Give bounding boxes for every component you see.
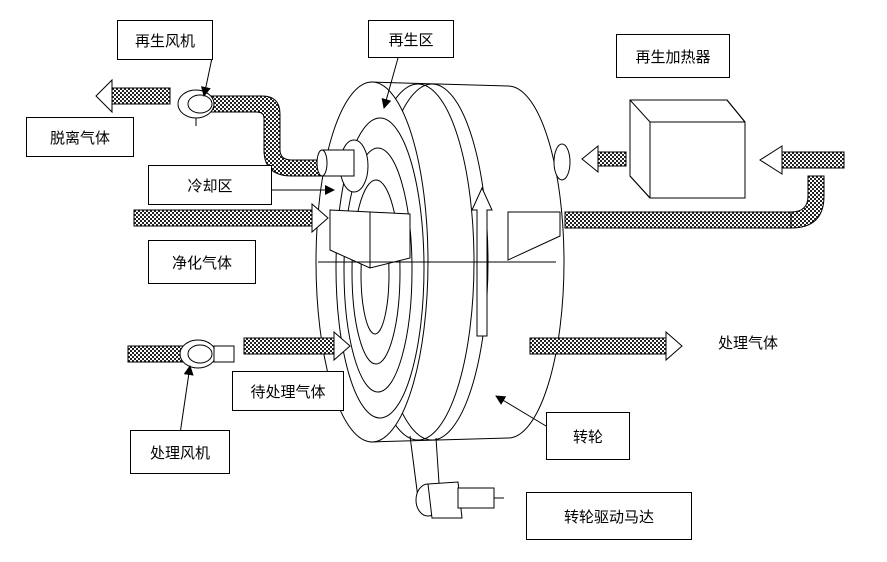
treated-gas-arrow [529, 330, 683, 362]
regen-duct [95, 78, 325, 177]
purified-gas-label: 净化气体 [148, 240, 256, 284]
regen-fan-icon [177, 89, 215, 126]
rotor-drive-motor-label: 转轮驱动马达 [526, 492, 692, 540]
leader-lines [179, 57, 547, 435]
regen-heater-icon [629, 99, 746, 199]
heater-return-duct [564, 144, 845, 229]
regen-heater-label: 再生加热器 [616, 34, 730, 78]
process-fan-label: 处理风机 [130, 430, 230, 474]
regen-fan-label: 再生风机 [117, 20, 213, 60]
cooling-zone-label: 冷却区 [148, 165, 272, 205]
treated-gas-label: 处理气体 [718, 334, 779, 352]
desorbed-gas-label: 脱离气体 [26, 117, 134, 157]
rotor-label: 转轮 [546, 412, 630, 460]
gas-to-treat-arrow [243, 330, 351, 362]
regen-zone-label: 再生区 [368, 20, 454, 58]
process-fan-icon [179, 339, 235, 369]
purified-gas-arrow [133, 202, 329, 234]
rotor-drive-motor-icon [409, 435, 504, 519]
rotor-wheel [315, 81, 571, 443]
gas-to-treat-label: 待处理气体 [232, 371, 344, 411]
